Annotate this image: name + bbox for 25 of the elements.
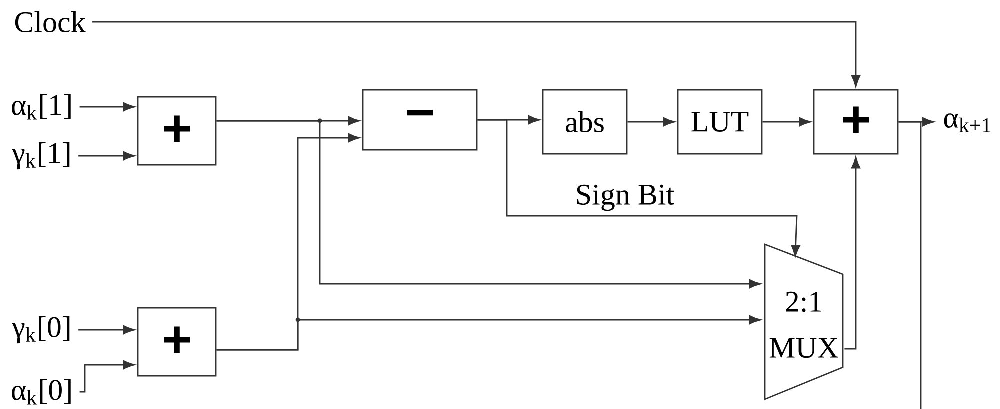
process-box: abs — [542, 89, 628, 155]
signal-label: γ$_{k}$[0] — [12, 316, 70, 344]
operator-box: + — [813, 89, 899, 155]
signal-label: γ$_{k}$[1] — [12, 142, 70, 170]
process-box: LUT — [677, 89, 763, 155]
arrow — [844, 157, 861, 350]
arrow — [216, 316, 761, 351]
signal-label: Clock — [15, 11, 86, 33]
arrow — [80, 102, 135, 112]
arrow — [92, 21, 861, 87]
arrow — [78, 152, 135, 161]
operator-box: + — [137, 96, 217, 166]
arrow — [78, 326, 135, 335]
arrow — [216, 120, 761, 289]
signal-label: α$_{k+1}$ — [944, 114, 990, 132]
operator-box: − — [362, 89, 478, 151]
arrow — [762, 118, 811, 127]
connector-line — [898, 121, 922, 409]
arrow — [628, 118, 675, 127]
operator-box: + — [137, 307, 217, 377]
arrow — [478, 119, 800, 257]
edge-label: Sign Bit — [573, 182, 677, 214]
signal-label: α$_{k}$[1] — [12, 94, 71, 120]
signal-label: α$_{k}$[0] — [12, 379, 71, 405]
arrow — [80, 360, 135, 393]
